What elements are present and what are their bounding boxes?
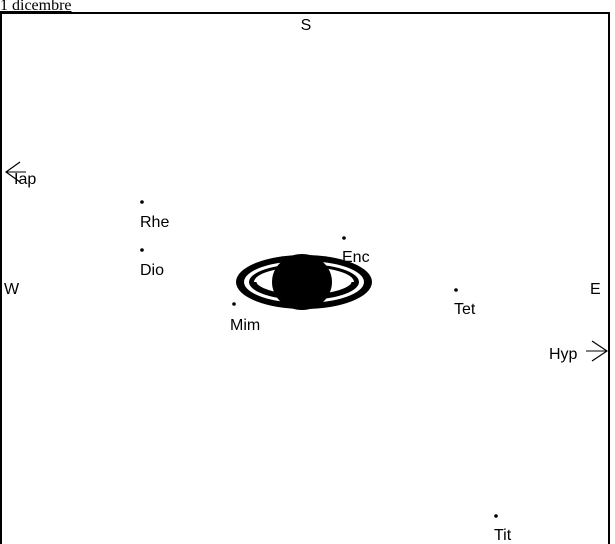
- direction-label-west: W: [4, 281, 20, 298]
- moon-dot: [494, 514, 498, 518]
- moon-chart-frame: S N W E Iap Rhe Dio: [0, 12, 610, 544]
- moon-label-tet: Tet: [454, 301, 476, 318]
- moon-rhea: Rhe: [140, 200, 169, 231]
- moon-dot: [140, 200, 144, 204]
- moon-enceladus: Enc: [342, 236, 370, 266]
- moon-hyperion: Hyp: [549, 340, 608, 363]
- moon-iapetus: Iap: [4, 161, 36, 188]
- moon-label-tit: Tit: [494, 527, 512, 544]
- date-caption: 1 dicembre: [0, 0, 72, 14]
- direction-label-south: S: [301, 17, 312, 34]
- direction-label-east: E: [590, 281, 601, 298]
- moon-dot: [342, 236, 346, 240]
- moon-titan: Tit: [494, 514, 512, 544]
- moon-mimas: Mim: [230, 302, 260, 334]
- saturn-icon: [236, 254, 372, 310]
- moon-label-rhe: Rhe: [140, 214, 169, 231]
- moon-label-enc: Enc: [342, 249, 370, 266]
- moon-label-mim: Mim: [230, 317, 260, 334]
- moon-dot: [454, 288, 458, 292]
- moon-dione: Dio: [140, 248, 164, 279]
- moon-label-iap: Iap: [14, 171, 36, 188]
- moon-dot: [232, 302, 236, 306]
- moon-label-hyp: Hyp: [549, 346, 578, 363]
- moon-tethys: Tet: [454, 288, 476, 318]
- moon-chart: S N W E Iap Rhe Dio: [4, 17, 608, 544]
- moon-label-dio: Dio: [140, 262, 164, 279]
- moon-dot: [140, 248, 144, 252]
